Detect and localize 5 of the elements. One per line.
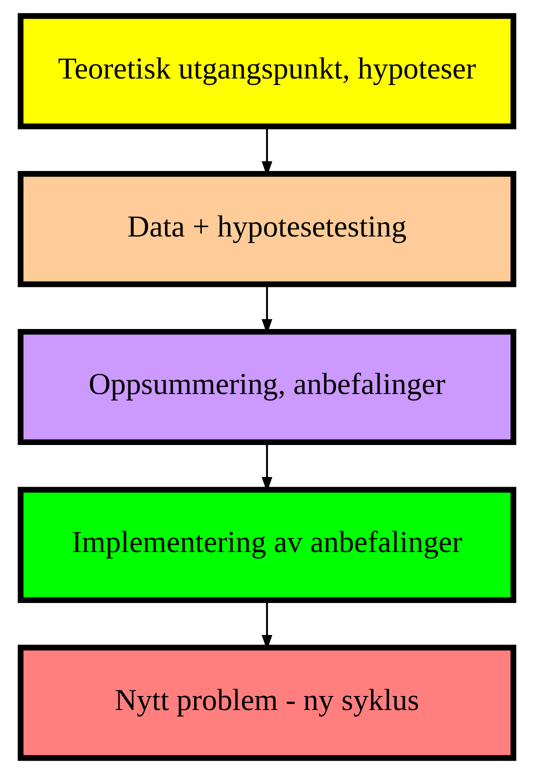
node-box: Teoretisk utgangspunkt, hypoteser: [17, 13, 516, 130]
node-box: Implementering av anbefalinger: [17, 486, 516, 603]
node-box: Oppsummering, anbefalinger: [17, 328, 516, 446]
node-box: Data + hypotesetesting: [17, 171, 516, 288]
node-box: Nytt problem - ny syklus: [17, 644, 516, 761]
